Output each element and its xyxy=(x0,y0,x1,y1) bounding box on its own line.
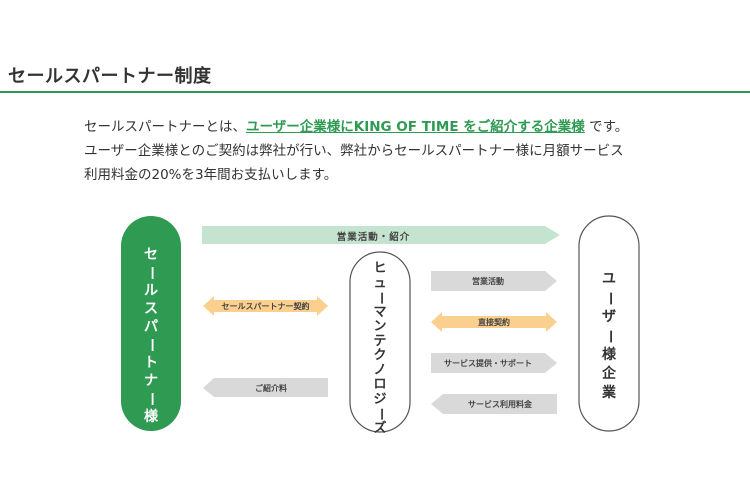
hitomane-label-char: ン xyxy=(373,319,387,334)
user-label-char: ザ xyxy=(602,309,616,325)
arrow-label-sales-activity: 営業活動 xyxy=(472,277,504,286)
partner-label-char: パ xyxy=(144,319,158,335)
partner-label-char: セ xyxy=(144,247,158,263)
intro-line-3: 利用料金の20%を3年間お支払いします。 xyxy=(84,167,338,183)
arrow-direct-contract xyxy=(431,312,557,332)
title-divider xyxy=(0,91,750,93)
arrow-label-partner-contract: セールスパートナー契約 xyxy=(221,302,310,311)
partner-label-char: ー xyxy=(143,266,159,280)
arrow-partner-contract xyxy=(203,296,328,316)
hitomane-label-char: ズ xyxy=(373,420,387,436)
partner-label-char: ー xyxy=(143,392,159,406)
hitomane-label-char: ク xyxy=(373,348,387,363)
hitomane-label-char: ー xyxy=(373,291,389,305)
user-label-char: ー xyxy=(601,291,618,306)
user-pill xyxy=(578,215,640,432)
hitomane-label-char: ー xyxy=(373,407,389,421)
hitomane-label: ヒューマンテクノロジーズ xyxy=(350,261,410,436)
user-label-char: 業 xyxy=(602,385,616,401)
intro-line-1-end: です。 xyxy=(584,119,629,135)
partner-label: セールスパートナー様 xyxy=(121,246,181,426)
arrow-referral-fee xyxy=(203,378,328,397)
intro-highlight-link[interactable]: ユーザー企業様にKING OF TIME をご紹介する企業様 xyxy=(246,119,585,135)
partner-label-char: ス xyxy=(144,301,158,317)
arrow-label-service-support: サービス提供・サポート xyxy=(444,359,532,368)
intro-line-1: セールスパートナーとは、ユーザー企業様にKING OF TIME をご紹介する企… xyxy=(84,115,724,139)
hitomane-pill xyxy=(349,251,411,433)
arrow-service-fee xyxy=(431,394,557,414)
hitomane-label-char: ヒ xyxy=(373,261,387,276)
arrow-top-sales-referral xyxy=(202,226,560,244)
intro-text: セールスパートナーとは、ユーザー企業様にKING OF TIME をご紹介する企… xyxy=(84,115,724,187)
hitomane-label-char: ロ xyxy=(373,377,387,392)
intro-line-2: ユーザー企業様とのご契約は弊社が行い、弊社からセールスパートナー様に月額サービス xyxy=(84,143,624,159)
partner-label-char: ナ xyxy=(144,373,158,389)
partner-label-char: ル xyxy=(144,283,158,299)
user-label-char: 企 xyxy=(602,366,616,382)
page-title: セールスパートナー制度 xyxy=(8,66,212,87)
hitomane-label-char: ノ xyxy=(373,362,387,378)
user-label-char: 様 xyxy=(602,347,616,363)
hitomane-label-char: ュ xyxy=(373,275,387,291)
user-label-char: ユ xyxy=(602,271,616,287)
arrow-label-service-fee: サービス利用料金 xyxy=(468,400,532,409)
arrow-service-support xyxy=(431,353,557,373)
user-label: ユーザー様企業 xyxy=(579,270,639,403)
user-label-char: ー xyxy=(601,329,618,344)
partner-pill xyxy=(121,216,181,431)
arrow-label-referral-fee: ご紹介料 xyxy=(255,384,287,393)
partner-label-char: 様 xyxy=(144,409,158,425)
intro-line-1-start: セールスパートナーとは、 xyxy=(84,119,246,135)
partner-label-char: ト xyxy=(144,355,158,371)
hitomane-label-char: マ xyxy=(373,304,387,320)
hitomane-label-char: ジ xyxy=(373,391,387,407)
arrow-sales-activity xyxy=(431,271,557,291)
partner-label-char: ー xyxy=(143,338,159,352)
arrow-label-top: 営業活動・紹介 xyxy=(336,232,411,243)
hitomane-label-char: テ xyxy=(373,333,387,349)
arrow-label-direct-contract: 直接契約 xyxy=(478,318,510,327)
